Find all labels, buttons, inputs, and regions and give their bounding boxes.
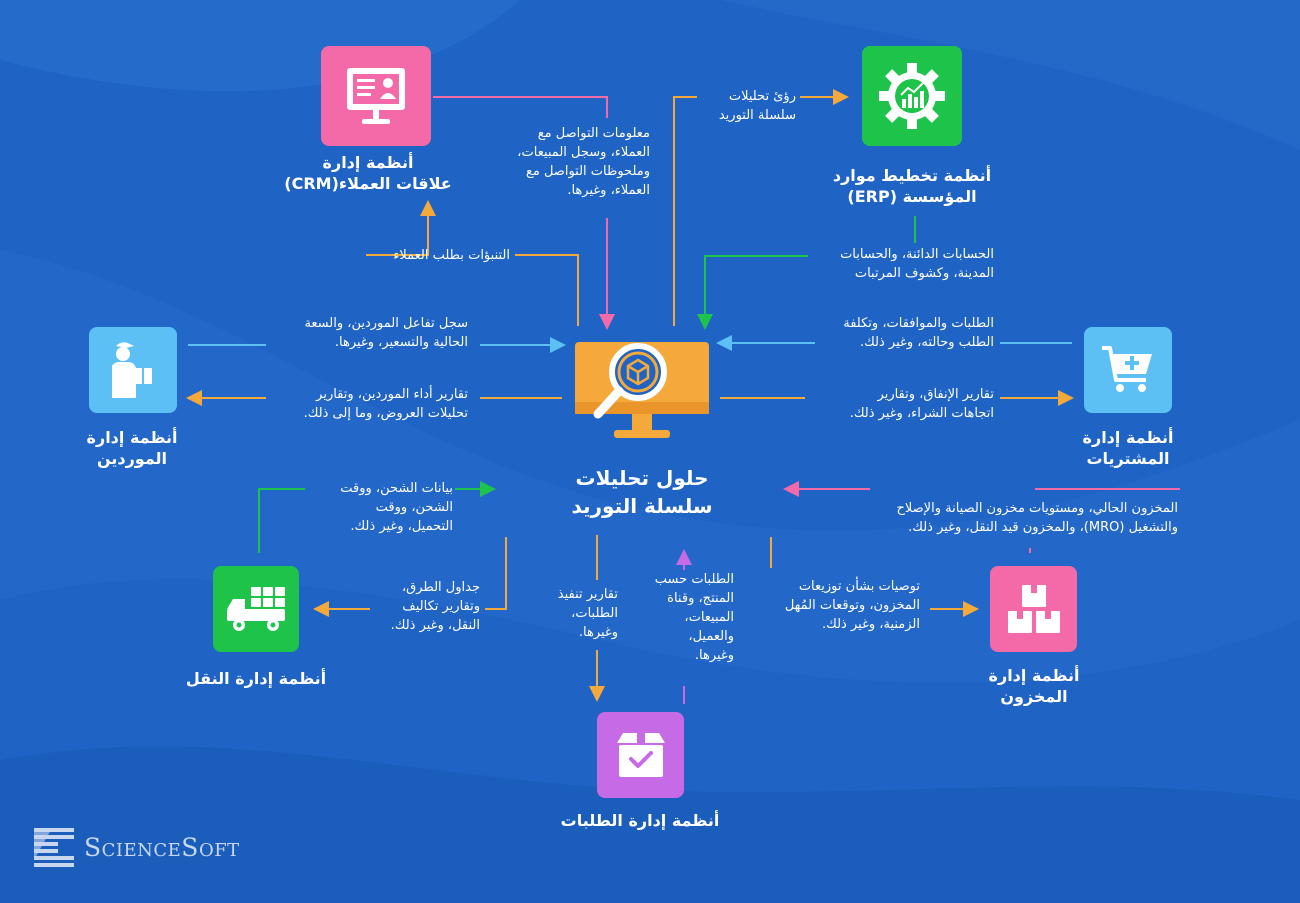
note-center-to-crm: التنبؤات بطلب العملاء bbox=[355, 246, 510, 265]
erp-tile bbox=[862, 46, 962, 146]
note-center-to-suppliers-text: تقارير أداء الموردين، وتقارير تحليلات ال… bbox=[303, 387, 468, 421]
note-center-to-inventory-text: توصيات بشأن توزيعات المخزون، وتوقعات الم… bbox=[784, 579, 920, 632]
note-procurement-to-center-text: الطلبات والموافقات، وتكلفة الطلب وحالته،… bbox=[843, 316, 994, 350]
note-orders-to-center: الطلبات حسب المنتج، وقناة المبيعات، والع… bbox=[640, 570, 734, 665]
erp-to-center-connector bbox=[705, 216, 916, 326]
suppliers-title-text: أنظمة إدارة الموردين bbox=[86, 428, 178, 468]
delivery-person-icon bbox=[112, 342, 152, 398]
note-suppliers-to-center: سجل تفاعل الموردين، والسعة الحالية والتس… bbox=[258, 314, 468, 352]
note-crm-to-center-text: معلومات التواصل مع العملاء، وسجل المبيعا… bbox=[517, 126, 650, 198]
transport-title-text: أنظمة إدارة النقل bbox=[185, 669, 327, 688]
erp-title-text: أنظمة تخطيط موارد المؤسسة (ERP) bbox=[832, 166, 992, 206]
erp-title: أنظمة تخطيط موارد المؤسسة (ERP) bbox=[812, 165, 1012, 207]
gear-chart-icon bbox=[879, 63, 945, 129]
note-center-to-procurement: تقارير الإنفاق، وتقارير اتجاهات الشراء، … bbox=[806, 385, 994, 423]
suppliers-title: أنظمة إدارة الموردين bbox=[62, 427, 202, 469]
crm-tile bbox=[321, 46, 431, 146]
suppliers-tile bbox=[89, 327, 177, 413]
note-crm-to-center: معلومات التواصل مع العملاء، وسجل المبيعا… bbox=[480, 124, 650, 200]
center-to-erp-connector bbox=[673, 97, 845, 326]
note-erp-to-center-text: الحسابات الدائنة، والحسابات المدينة، وكش… bbox=[840, 247, 994, 281]
note-center-to-orders-text: تقارير تنفيذ الطلبات، وغيرها. bbox=[557, 587, 618, 640]
sciencesoft-logo: ScienceSoft bbox=[32, 826, 240, 868]
note-transport-to-center-text: بيانات الشحن، ووقت الشحن، ووقت التحميل، … bbox=[340, 481, 453, 534]
note-erp-to-center: الحسابات الدائنة، والحسابات المدينة، وكش… bbox=[800, 245, 994, 283]
center-to-transport-connector bbox=[317, 537, 507, 609]
note-center-to-erp: رؤئ تحليلات سلسلة التوريد bbox=[690, 87, 796, 125]
stacked-boxes-icon bbox=[1007, 585, 1060, 633]
transport-title: أنظمة إدارة النقل bbox=[176, 668, 336, 689]
box-check-icon bbox=[616, 733, 665, 777]
note-center-to-orders: تقارير تنفيذ الطلبات، وغيرها. bbox=[528, 585, 618, 642]
crm-title: أنظمة إدارة علاقات العملاء(CRM) bbox=[258, 152, 478, 194]
note-center-to-crm-text: التنبؤات بطلب العملاء bbox=[393, 248, 510, 263]
note-procurement-to-center: الطلبات والموافقات، وتكلفة الطلب وحالته،… bbox=[806, 314, 994, 352]
note-inventory-to-center: المخزون الحالي، ومستويات مخزون الصيانة و… bbox=[793, 499, 1178, 537]
crm-to-center-connector bbox=[433, 96, 607, 326]
note-center-to-erp-text: رؤئ تحليلات سلسلة التوريد bbox=[718, 89, 796, 123]
orders-tile bbox=[597, 712, 684, 798]
orders-title-text: أنظمة إدارة الطلبات bbox=[560, 811, 720, 830]
note-center-to-transport: جداول الطرق، وتقارير تكاليف النقل، وغير … bbox=[362, 578, 480, 635]
note-center-to-suppliers: تقارير أداء الموردين، وتقارير تحليلات ال… bbox=[250, 385, 468, 423]
procurement-tile bbox=[1084, 327, 1172, 413]
inventory-title-text: أنظمة إدارة المخزون bbox=[988, 666, 1080, 706]
inventory-title: أنظمة إدارة المخزون bbox=[964, 665, 1104, 707]
note-suppliers-to-center-text: سجل تفاعل الموردين، والسعة الحالية والتس… bbox=[304, 316, 468, 350]
inventory-tile bbox=[990, 566, 1077, 652]
note-center-to-transport-text: جداول الطرق، وتقارير تكاليف النقل، وغير … bbox=[390, 580, 480, 633]
transport-to-center-connector bbox=[258, 489, 492, 553]
note-center-to-procurement-text: تقارير الإنفاق، وتقارير اتجاهات الشراء، … bbox=[849, 387, 994, 421]
note-inventory-to-center-text: المخزون الحالي، ومستويات مخزون الصيانة و… bbox=[896, 501, 1178, 535]
center-title: حلول تحليلات سلسلة التوريد bbox=[562, 464, 722, 520]
transport-tile bbox=[213, 566, 299, 652]
delivery-truck-icon bbox=[227, 587, 285, 631]
inventory-to-center-connector bbox=[787, 489, 1180, 553]
sciencesoft-wordmark: ScienceSoft bbox=[84, 832, 240, 862]
note-transport-to-center: بيانات الشحن، ووقت الشحن، ووقت التحميل، … bbox=[305, 479, 453, 536]
center-title-text: حلول تحليلات سلسلة التوريد bbox=[571, 466, 713, 518]
procurement-title: أنظمة إدارة المشتريات bbox=[1058, 427, 1198, 469]
orders-title: أنظمة إدارة الطلبات bbox=[550, 810, 730, 831]
note-center-to-inventory: توصيات بشأن توزيعات المخزون، وتوقعات الم… bbox=[780, 577, 920, 634]
shopping-cart-plus-icon bbox=[1102, 346, 1152, 392]
note-orders-to-center-text: الطلبات حسب المنتج، وقناة المبيعات، والع… bbox=[654, 572, 734, 663]
sciencesoft-logo-icon bbox=[34, 828, 74, 867]
center-to-inventory-connector bbox=[770, 537, 975, 609]
procurement-title-text: أنظمة إدارة المشتريات bbox=[1082, 428, 1174, 468]
crm-title-text: أنظمة إدارة علاقات العملاء(CRM) bbox=[284, 153, 452, 193]
center-to-crm-connector bbox=[366, 204, 579, 326]
monitor-user-icon bbox=[347, 68, 405, 124]
analytics-monitor-icon bbox=[575, 342, 709, 438]
